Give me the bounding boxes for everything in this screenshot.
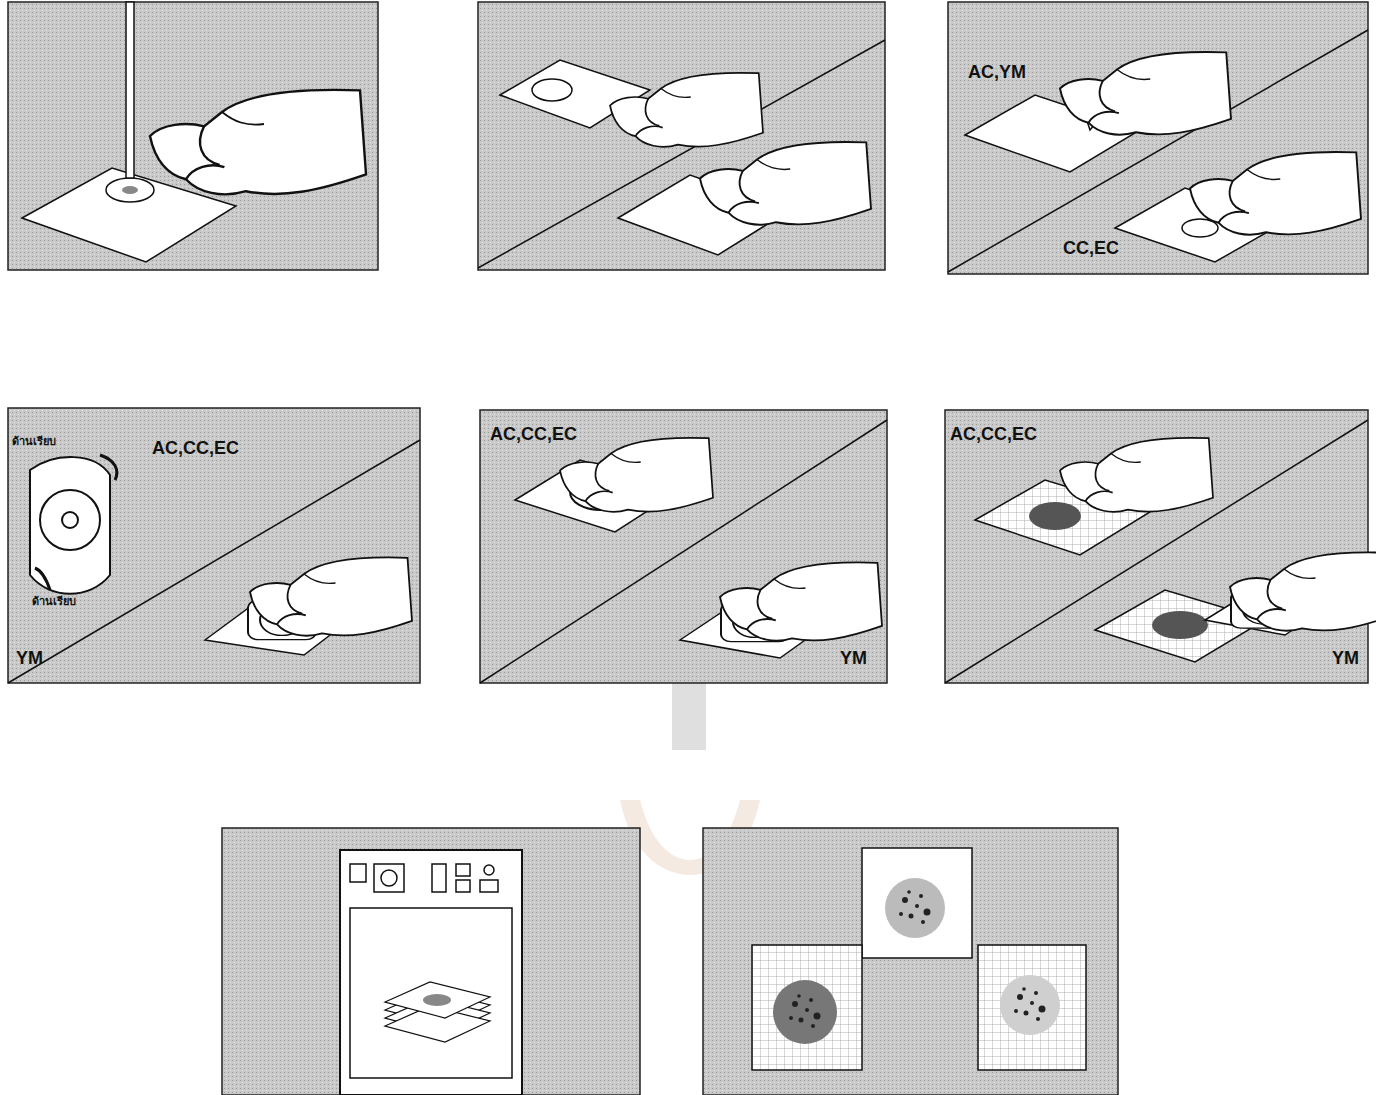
step-panel bbox=[478, 2, 885, 270]
media-code: CC,EC bbox=[1063, 238, 1119, 259]
media-code: AC,YM bbox=[968, 62, 1026, 83]
step-panel bbox=[945, 410, 1376, 683]
step-panel bbox=[8, 408, 420, 683]
media-code: AC,CC,EC bbox=[152, 438, 239, 459]
media-code: YM bbox=[16, 648, 43, 669]
step-panel bbox=[8, 2, 378, 270]
media-code: YM bbox=[840, 648, 867, 669]
incubator-panel bbox=[222, 828, 640, 1095]
side-note: ด้านเรียบ bbox=[32, 592, 76, 610]
media-code: YM bbox=[1332, 648, 1359, 669]
side-note: ด้านเรียบ bbox=[12, 432, 56, 450]
step-panel bbox=[948, 2, 1368, 274]
result-panel bbox=[703, 828, 1118, 1095]
step-panel bbox=[480, 410, 887, 683]
media-code: AC,CC,EC bbox=[490, 424, 577, 445]
media-code: AC,CC,EC bbox=[950, 424, 1037, 445]
